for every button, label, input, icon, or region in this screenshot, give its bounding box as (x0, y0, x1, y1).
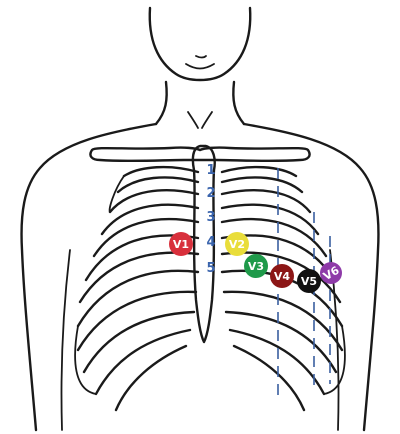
electrode-v1: V1 (169, 232, 193, 256)
intercostal-number-5: 5 (206, 261, 215, 276)
intercostal-number-1: 1 (206, 163, 215, 178)
electrode-v1-label: V1 (173, 238, 189, 251)
electrode-v5-label: V5 (301, 275, 317, 288)
neck-outline (156, 82, 244, 128)
electrode-v3: V3 (244, 254, 268, 278)
clavicles (90, 148, 309, 161)
intercostal-number-2: 2 (206, 186, 215, 201)
chin-crease (196, 56, 206, 58)
ribs-left (75, 167, 198, 410)
head-outline (150, 8, 251, 80)
electrode-v3-label: V3 (248, 260, 264, 273)
electrode-v4-label: V4 (274, 270, 291, 283)
electrode-v6: V6 (320, 262, 342, 284)
electrode-v4: V4 (270, 264, 294, 288)
electrode-v2: V2 (225, 232, 249, 256)
electrode-v5: V5 (297, 269, 321, 293)
mouth-line (186, 64, 214, 69)
ribs-right (222, 167, 345, 410)
electrode-v2-label: V2 (229, 238, 245, 251)
intercostal-number-3: 3 (206, 210, 215, 225)
intercostal-number-4: 4 (206, 235, 215, 250)
